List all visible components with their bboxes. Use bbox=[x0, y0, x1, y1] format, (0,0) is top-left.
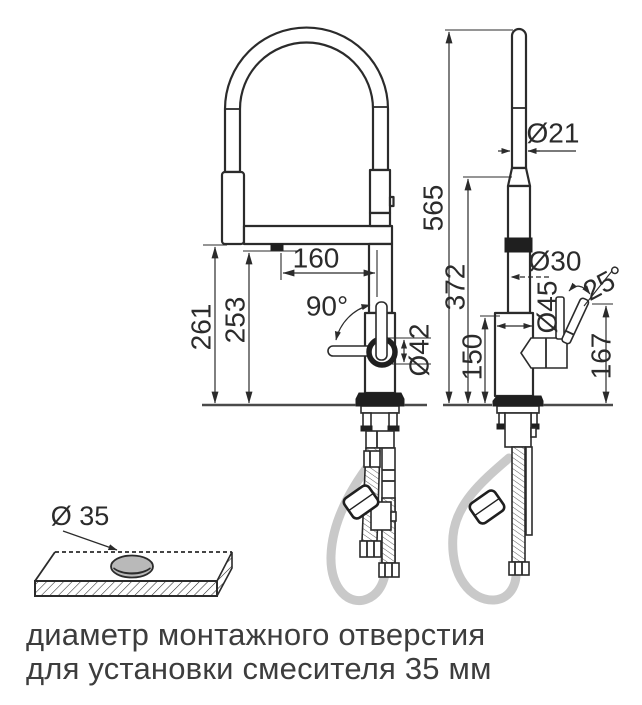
mounting-hardware bbox=[360, 405, 400, 449]
dim-spout-reach-label: 160 bbox=[293, 243, 340, 274]
hose-weight-side bbox=[468, 489, 506, 525]
dim-body-height-label: 150 bbox=[457, 334, 488, 381]
dim-mounting-hole-diameter-label: Ø 35 bbox=[51, 501, 110, 531]
spray-hose-loop-side bbox=[448, 453, 521, 605]
supply-hose-left bbox=[359, 447, 397, 558]
spout-arc bbox=[223, 26, 390, 174]
mounting-hole-detail: Ø 35 bbox=[34, 501, 233, 597]
handle-side bbox=[520, 296, 590, 369]
base-flange bbox=[355, 392, 405, 407]
aerator-nozzle bbox=[270, 243, 284, 251]
supply-hose-side bbox=[508, 446, 530, 576]
dim-column-diameter-label: Ø30 bbox=[529, 246, 582, 277]
side-view: 565 372 150 167 Ø21 Ø30 Ø45 25° bbox=[418, 27, 630, 605]
dim-height-to-aerator-label: 253 bbox=[220, 297, 251, 344]
front-view: 261 253 160 90° Ø42 bbox=[186, 26, 435, 605]
spray-head bbox=[220, 170, 246, 246]
spout-arm bbox=[242, 224, 394, 246]
base-flange-side bbox=[492, 395, 544, 407]
supply-pipe-side bbox=[525, 446, 533, 536]
mounting-hardware-side bbox=[496, 405, 540, 448]
spray-head-ring-side bbox=[504, 237, 533, 253]
caption-line-2: для установки смесителя 35 мм bbox=[26, 651, 492, 686]
under-counter-hoses-side bbox=[448, 405, 540, 605]
dim-handle-swivel-angle-label: 90° bbox=[306, 291, 348, 322]
handle-front bbox=[327, 301, 398, 368]
dim-cartridge-diameter-label: Ø42 bbox=[404, 324, 435, 377]
mounting-hole-inner-wall bbox=[113, 567, 151, 575]
dim-total-height-label: 565 bbox=[418, 185, 449, 232]
under-counter-hoses-front bbox=[326, 405, 400, 605]
dim-body-diameter-label: Ø45 bbox=[532, 281, 563, 334]
dim-handle-top-height-label: 167 bbox=[586, 333, 617, 380]
dim-spout-column-height-label: 372 bbox=[440, 264, 471, 311]
countertop-side-face bbox=[216, 551, 233, 597]
countertop-front-face bbox=[34, 580, 218, 597]
caption: диаметр монтажного отверстия для установ… bbox=[26, 618, 616, 686]
caption-line-1: диаметр монтажного отверстия bbox=[26, 617, 486, 652]
faucet-side-body bbox=[492, 27, 590, 407]
dim-spout-tube-diameter-label: Ø21 bbox=[527, 118, 580, 149]
dim-height-to-spout-label: 261 bbox=[186, 304, 217, 351]
handle-pin-vertical bbox=[555, 296, 565, 340]
hose-weight bbox=[342, 484, 380, 520]
handle-base-side bbox=[520, 337, 568, 369]
front-view-dimensions: 261 253 160 90° Ø42 bbox=[186, 243, 435, 407]
spout-tube-side bbox=[510, 27, 528, 170]
handle-lever-vertical bbox=[375, 301, 388, 361]
